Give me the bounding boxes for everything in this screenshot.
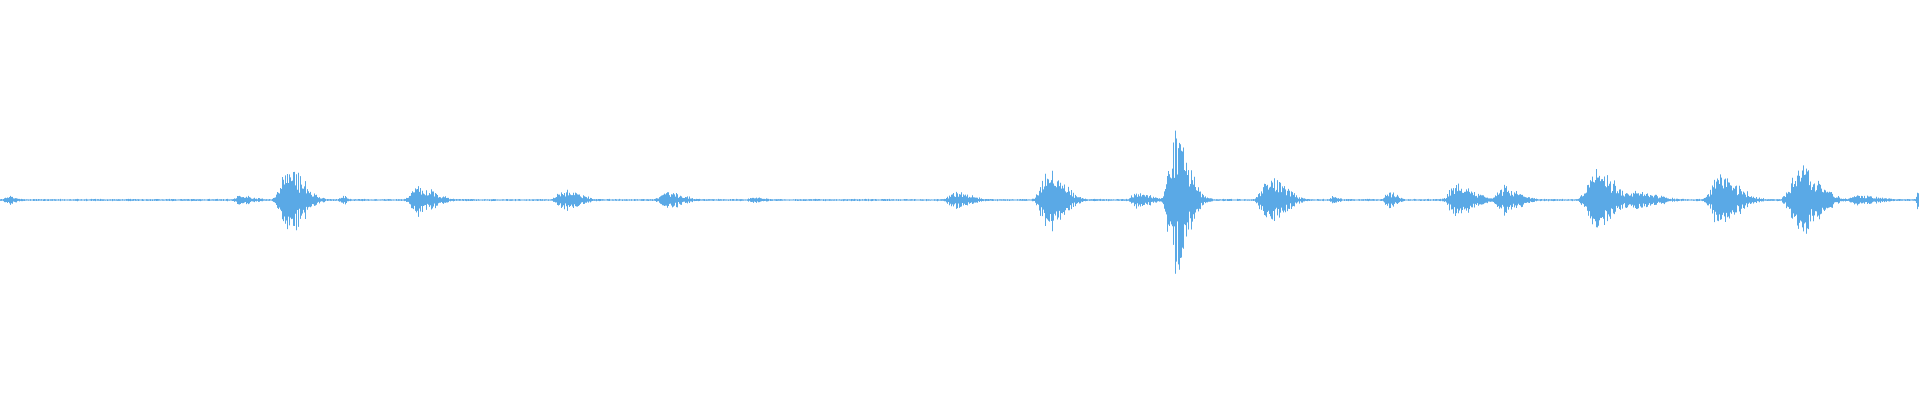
waveform-trace xyxy=(0,130,1919,274)
